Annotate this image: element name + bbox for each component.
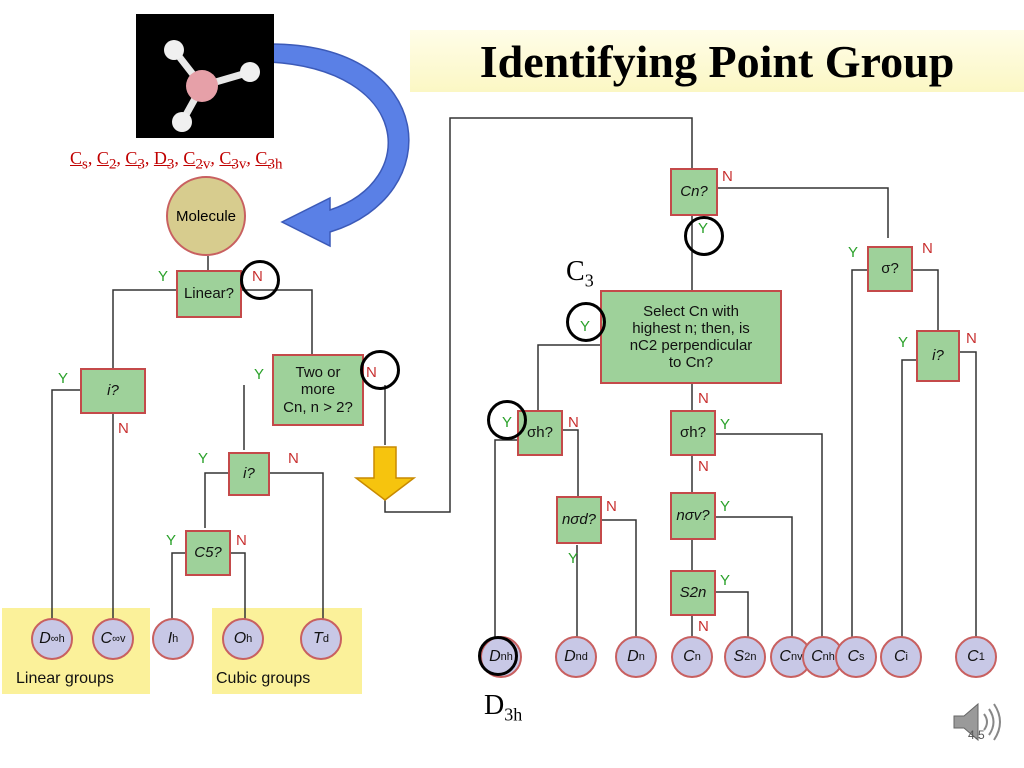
group-item: C3v xyxy=(219,148,247,173)
highlight-ring-dnh xyxy=(478,636,518,676)
group-d-inf-h: D∞h xyxy=(31,618,73,660)
yes-label: Y xyxy=(198,450,209,467)
yes-label: Y xyxy=(720,498,731,515)
i-left-decision: i? xyxy=(80,368,146,414)
n-sigma-v-decision: nσv? xyxy=(670,492,716,540)
no-label: N xyxy=(236,532,247,549)
c5-decision: C5? xyxy=(185,530,231,576)
d3h-annotation: D3h xyxy=(484,690,523,725)
no-label: N xyxy=(698,390,709,407)
cubic-groups-label: Cubic groups xyxy=(216,670,311,687)
no-label: N xyxy=(118,420,129,437)
page-title: Identifying Point Group xyxy=(479,35,955,87)
highlight-ring-sigma-h-y xyxy=(487,400,527,440)
sigma-h-mid-decision: σh? xyxy=(670,410,716,456)
no-label: N xyxy=(698,458,709,475)
no-label: N xyxy=(606,498,617,515)
sigma-h-left-decision: σh? xyxy=(517,410,563,456)
speaker-icon[interactable] xyxy=(950,700,1004,744)
yes-label: Y xyxy=(58,370,69,387)
group-c-inf-v: C∞v xyxy=(92,618,134,660)
group-item: C3 xyxy=(125,148,145,173)
highlight-ring-two-or-more-n xyxy=(360,350,400,390)
no-label: N xyxy=(922,240,933,257)
molecule-node: Molecule xyxy=(166,176,246,256)
yes-label: Y xyxy=(720,416,731,433)
yes-label: Y xyxy=(568,550,579,567)
i-right-decision: i? xyxy=(916,330,960,382)
page-number: 4.5 xyxy=(968,728,985,742)
i-mid-decision: i? xyxy=(228,452,270,496)
no-label: N xyxy=(288,450,299,467)
n-sigma-d-decision: nσd? xyxy=(556,496,602,544)
yes-label: Y xyxy=(254,366,265,383)
highlight-ring-linear-n xyxy=(240,260,280,300)
group-item: C2v xyxy=(183,148,211,173)
candidate-groups-list: Cs, C2, C3, D3, C2v, C3v, C3h xyxy=(70,148,283,173)
no-label: N xyxy=(698,618,709,635)
yes-label: Y xyxy=(848,244,859,261)
highlight-ring-select-y xyxy=(566,302,606,342)
s2n-decision: S2n xyxy=(670,570,716,616)
group-item: Cs xyxy=(70,148,88,173)
linear-groups-label: Linear groups xyxy=(16,670,114,687)
title-band xyxy=(410,30,1024,92)
highlight-ring-cn-y xyxy=(684,216,724,256)
yes-label: Y xyxy=(720,572,731,589)
no-label: N xyxy=(966,330,977,347)
group-item: C2 xyxy=(96,148,117,173)
linear-decision: Linear? xyxy=(176,270,242,318)
c3-annotation: C3 xyxy=(566,256,594,291)
yes-label: Y xyxy=(898,334,909,351)
group-item: C3h xyxy=(255,148,283,173)
ball-and-stick-model xyxy=(164,40,260,132)
no-label: N xyxy=(568,414,579,431)
group-item: D3 xyxy=(153,148,175,173)
sigma-decision: σ? xyxy=(867,246,913,292)
no-label: N xyxy=(722,168,733,185)
cn-decision: Cn? xyxy=(670,168,718,216)
yes-label: Y xyxy=(166,532,177,549)
molecule-image xyxy=(136,14,274,138)
yes-label: Y xyxy=(158,268,169,285)
